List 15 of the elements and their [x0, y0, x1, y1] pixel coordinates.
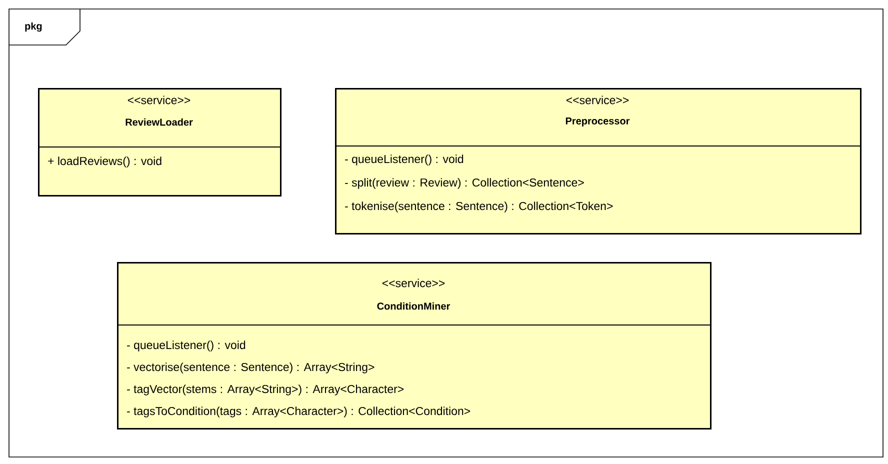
- operation-text: - tagsToCondition(tags : Array<Character>) : Collection<Condition>: [127, 406, 470, 418]
- operation-text: - vectorise(sentence : Sentence) : Array<String>: [127, 362, 374, 374]
- operation-text: - tagVector(stems : Array<String>) : Array<Character>: [127, 384, 404, 396]
- class-name: Preprocessor: [566, 118, 630, 126]
- operation-text: - queueListener() : void: [127, 340, 246, 352]
- operation-text: + loadReviews() : void: [48, 156, 162, 168]
- stereotype-label: <<service>>: [382, 278, 445, 288]
- package-label: pkg: [25, 22, 42, 32]
- operation-text: - split(review : Review) : Collection<Sentence>: [345, 178, 584, 189]
- class-name: ConditionMiner: [377, 302, 450, 310]
- stereotype-label: <<service>>: [566, 96, 629, 104]
- stereotype-label: <<service>>: [128, 96, 190, 104]
- class-name: ReviewLoader: [126, 118, 193, 126]
- operation-text: - tokenise(sentence : Sentence) : Collection<Token>: [345, 202, 613, 212]
- operation-text: - queueListener() : void: [345, 154, 464, 166]
